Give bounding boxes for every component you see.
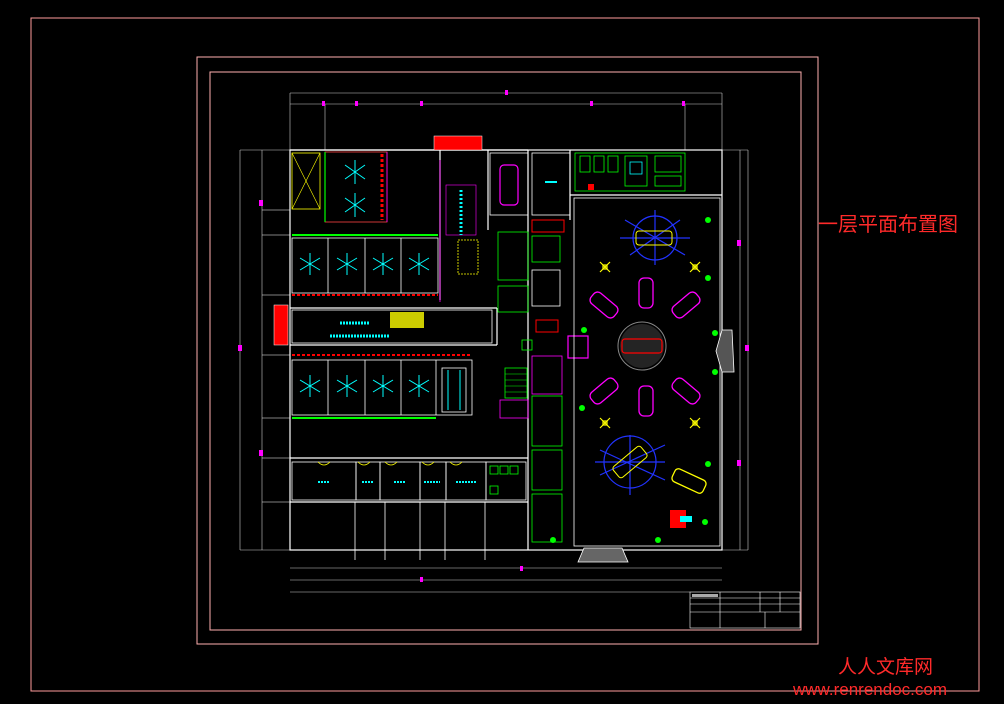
entrance-door-top: [433, 135, 483, 151]
showroom: [573, 197, 721, 547]
platform-car-top: [635, 230, 673, 246]
bottom-offices: [291, 461, 527, 501]
pillars-bottom: [354, 502, 486, 560]
lounge-desk: [629, 161, 643, 175]
watermark-url: www.renrendoc.com: [793, 680, 948, 699]
customer-lounge: [574, 152, 686, 192]
watermark-site-name: 人人文库网: [838, 656, 934, 678]
title-block-bar: [692, 594, 718, 597]
center-column-rooms: [489, 152, 589, 543]
platform-car-bottom: [612, 445, 648, 479]
entrance-door-left: [273, 304, 289, 346]
blue-display-platforms: [595, 210, 690, 495]
showroom-car-red: [670, 510, 686, 528]
left-guides: [262, 209, 290, 503]
showroom-car-red-tag: [680, 516, 692, 522]
sheet-frame-inner: [209, 71, 802, 631]
seating-groups: [599, 261, 701, 429]
drawing-title: 一层平面布置图: [818, 212, 958, 236]
service-bays-top: [291, 151, 441, 302]
work-bays-upper: [291, 234, 439, 296]
yellow-grid-block: [390, 312, 424, 328]
sheet-frame-outer: [30, 17, 980, 692]
plants: [550, 217, 718, 543]
sheet-frame-middle: [196, 56, 819, 645]
showroom-front-entrance: [577, 547, 629, 563]
parts-rack: [457, 239, 479, 275]
showroom-cars-magenta: [589, 277, 701, 417]
showroom-car-yellow: [671, 468, 707, 494]
office-doors-yellow: [317, 461, 463, 466]
showroom-side-entrance: [715, 329, 735, 373]
restroom-fixtures: [489, 465, 519, 495]
car-lift-icons-top: [344, 160, 366, 217]
work-bays-lower: [291, 354, 473, 419]
dimension-lines: [239, 92, 749, 593]
dimension-ticks: [238, 90, 749, 582]
corridor-reception: [291, 309, 493, 344]
lounge-red-marker: [588, 184, 594, 190]
title-block: [689, 591, 801, 629]
